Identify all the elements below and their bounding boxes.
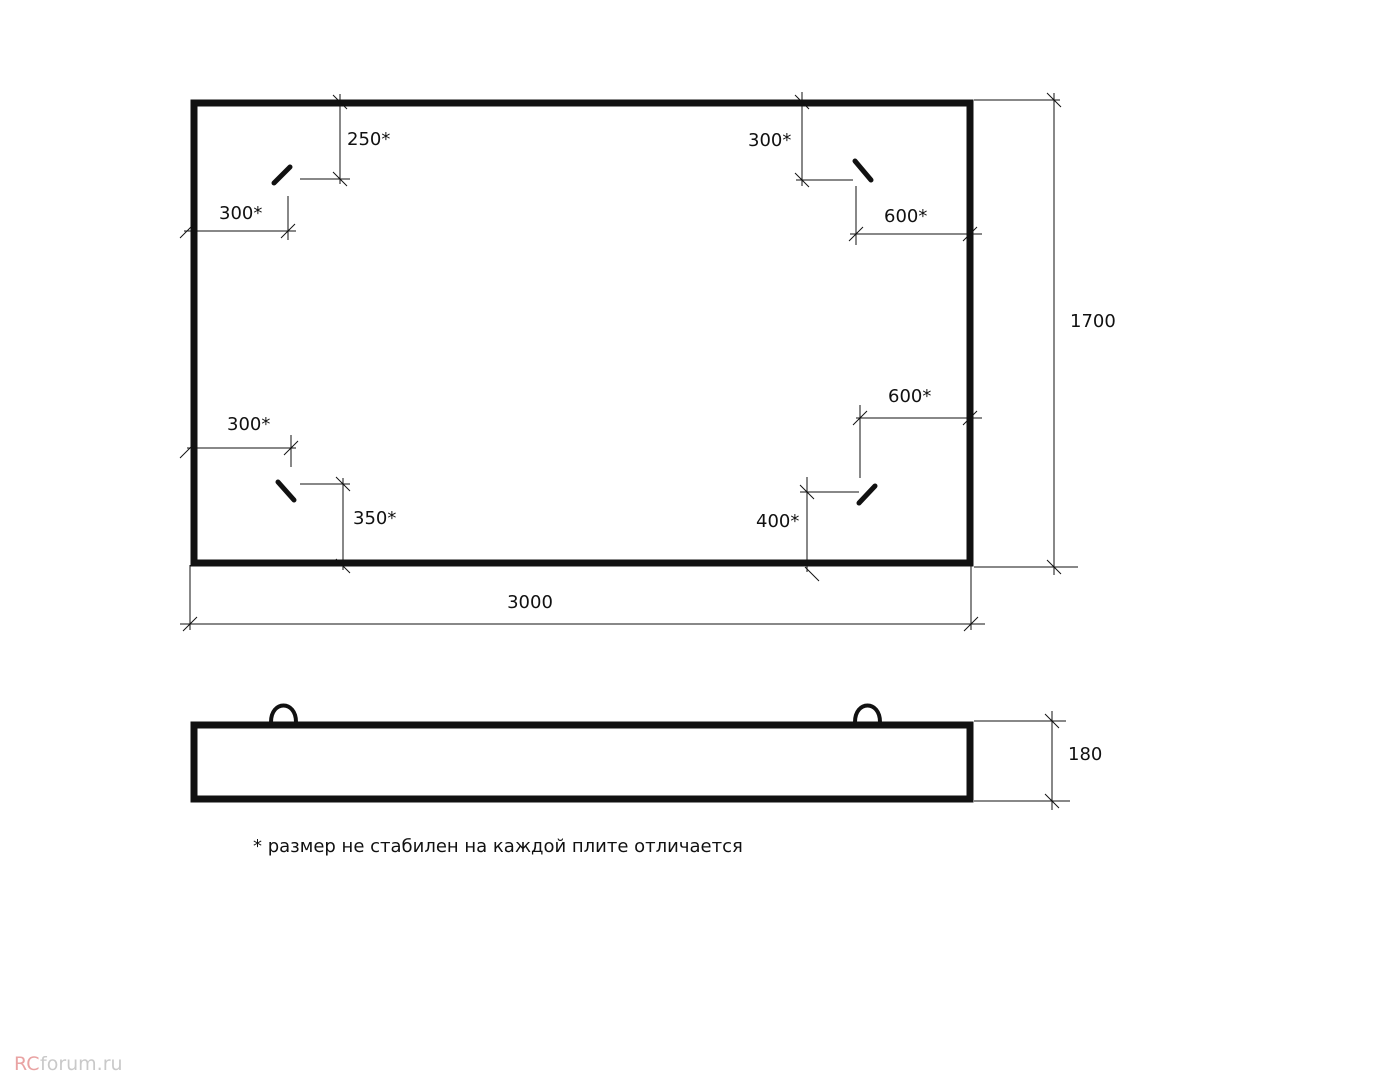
dim-label-bottom-right-side: 600* — [888, 386, 931, 407]
loop-mark-top-right — [852, 158, 874, 183]
dim-label-bottom-right-bottom: 400* — [756, 511, 799, 532]
dimension-bottom-left — [179, 435, 351, 574]
watermark-logo: RC forum.ru — [14, 1053, 123, 1075]
watermark-suffix: forum.ru — [40, 1053, 123, 1075]
dim-label-top-left-side: 300* — [219, 203, 262, 224]
dimension-top-left — [179, 94, 350, 240]
dimension-thickness — [974, 711, 1070, 810]
loop-mark-top-left — [271, 164, 293, 186]
dimension-width-label: 3000 — [507, 592, 553, 613]
dimension-height — [974, 92, 1078, 575]
dim-label-top-left-top: 250* — [347, 129, 390, 150]
plan-view: 3000 1700 250* 300* — [179, 92, 1116, 632]
lifting-loop-left — [269, 703, 298, 723]
watermark-prefix: RC — [14, 1053, 40, 1075]
loop-mark-bottom-right — [856, 483, 878, 506]
dimension-height-label: 1700 — [1070, 311, 1116, 332]
footnote: * размер не стабилен на каждой плите отл… — [253, 836, 743, 857]
dimension-thickness-label: 180 — [1068, 744, 1102, 765]
dim-label-bottom-left-side: 300* — [227, 414, 270, 435]
dim-label-bottom-left-bottom: 350* — [353, 508, 396, 529]
slab-side-outline — [190, 721, 974, 803]
dimension-bottom-right — [799, 405, 982, 582]
slab-outline — [190, 99, 974, 567]
loop-mark-bottom-left — [275, 479, 297, 503]
side-view: 180 — [190, 703, 1102, 810]
dim-label-top-right-side: 600* — [884, 206, 927, 227]
dim-label-top-right-top: 300* — [748, 130, 791, 151]
dimension-top-right — [794, 92, 982, 245]
lifting-loop-right — [853, 703, 882, 723]
dimension-width — [180, 565, 985, 632]
